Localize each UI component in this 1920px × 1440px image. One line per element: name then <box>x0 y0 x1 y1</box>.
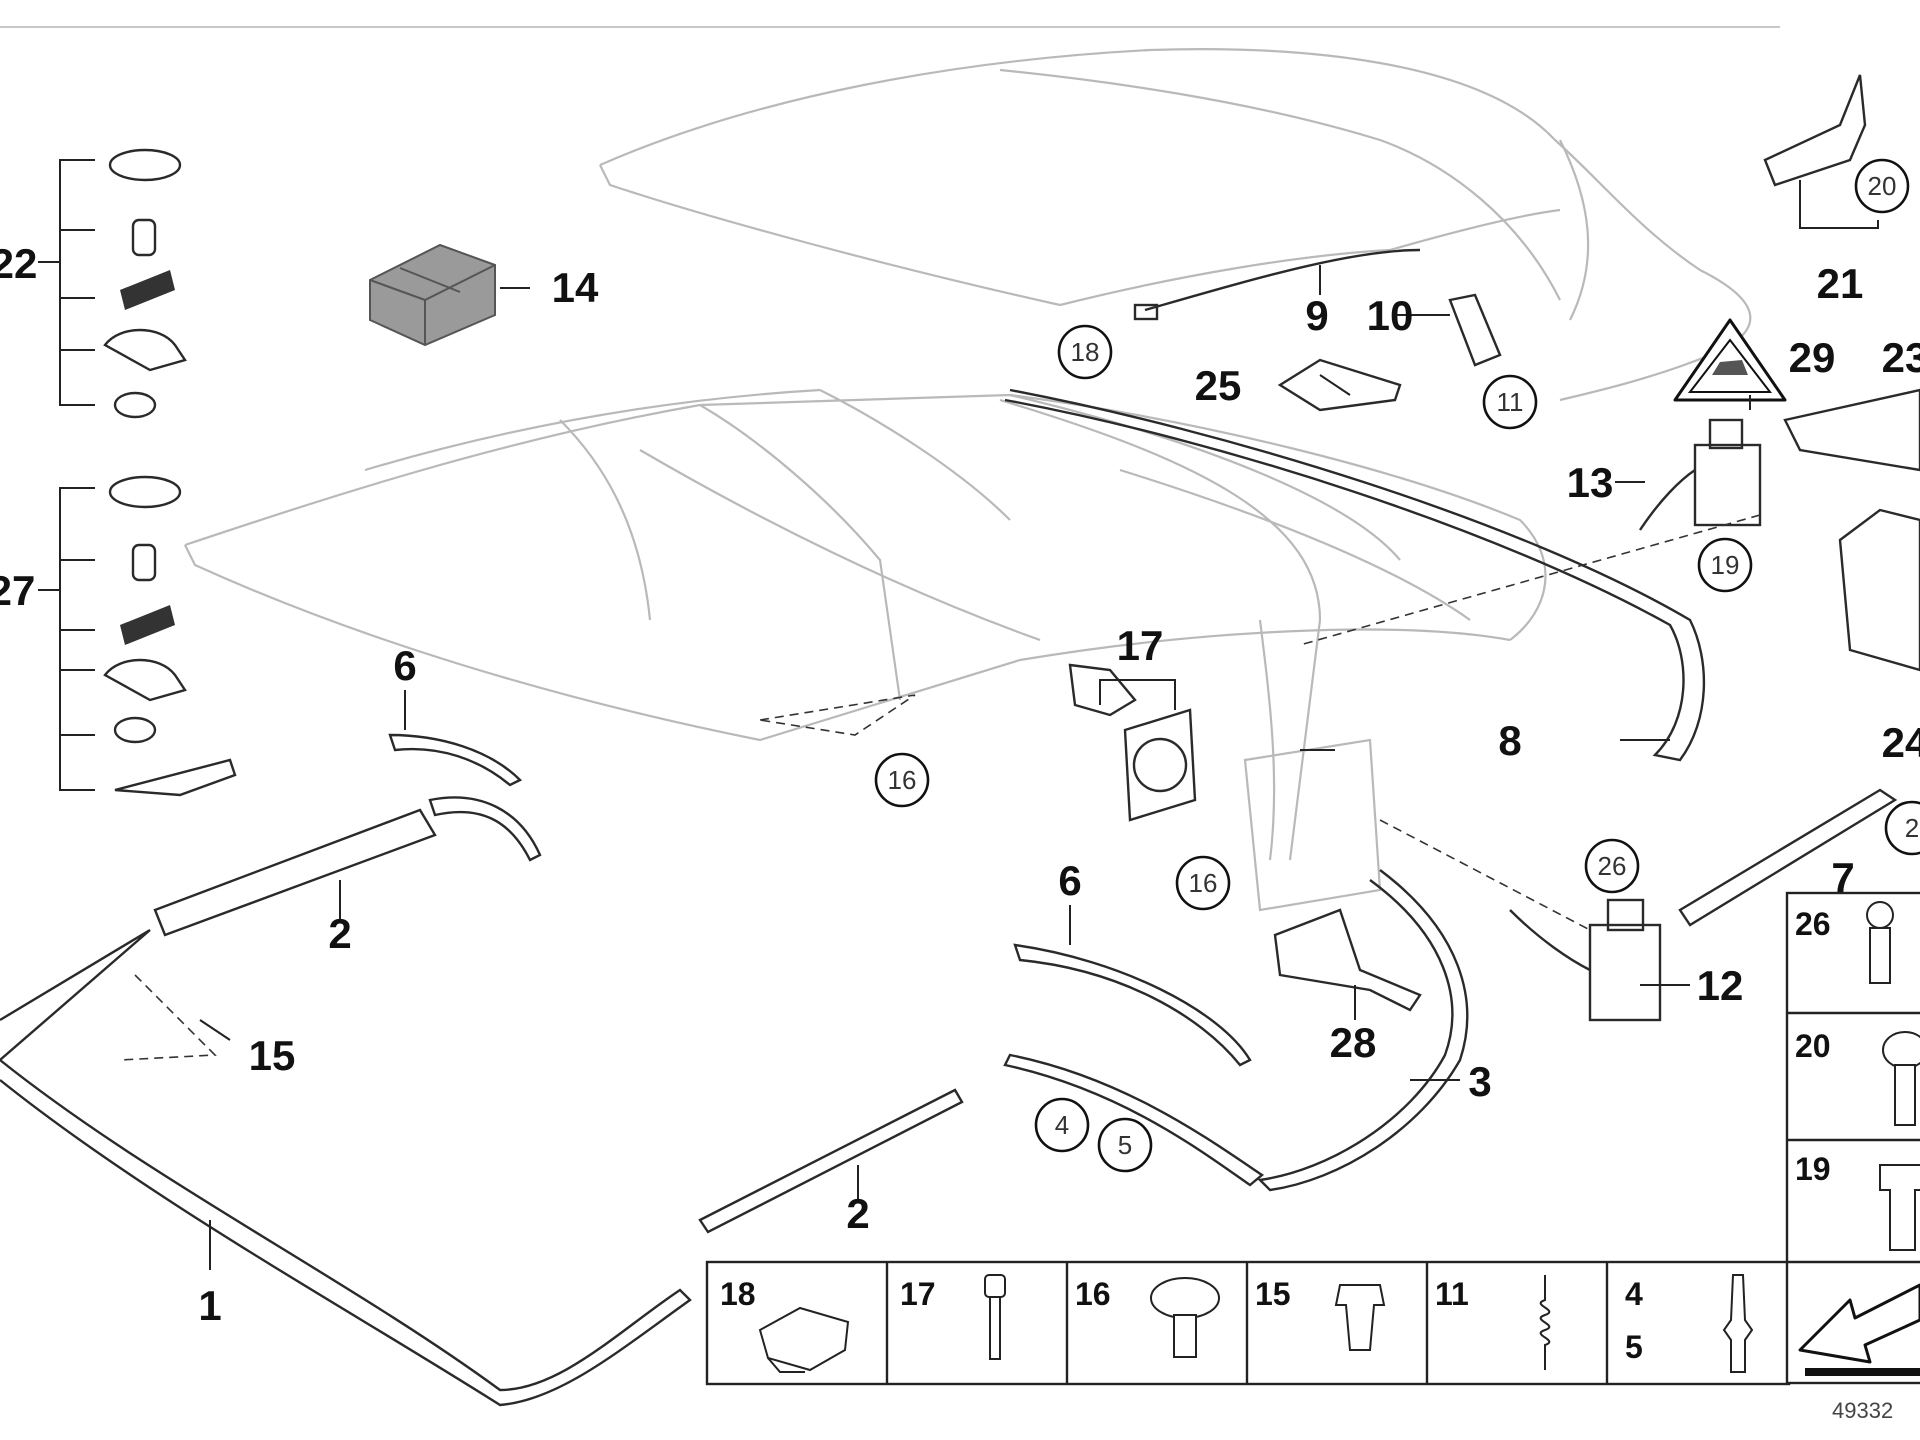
seal-left-lower <box>698 1088 964 1234</box>
ref-line-15 <box>119 974 217 1061</box>
bracket-25 <box>1277 358 1402 412</box>
front-direction-arrow-icon <box>1798 1283 1920 1376</box>
label-12: 12 <box>1697 962 1744 1009</box>
ref-line-19 <box>1299 514 1761 646</box>
adhesive-box-14 <box>369 243 496 347</box>
ref-4: 4 <box>1055 1110 1069 1140</box>
kit-27 <box>38 475 237 797</box>
side-seal <box>1257 869 1469 1192</box>
legend-rivet-label: 19 <box>1795 1151 1831 1187</box>
plate-17 <box>1123 708 1197 822</box>
legend-expanding-rivet-shape <box>1150 1277 1220 1319</box>
label-8: 8 <box>1498 717 1521 764</box>
callout-labels: 1 2 2 3 6 6 7 8 9 10 12 13 14 15 17 21 2… <box>0 240 1920 1329</box>
seal-6-right <box>1013 943 1252 1067</box>
windscreen-seal <box>0 928 692 1407</box>
ref-20: 20 <box>1868 171 1897 201</box>
label-21: 21 <box>1817 260 1864 307</box>
ref-line-12 <box>1379 819 1591 931</box>
cable-9 <box>1144 248 1421 312</box>
legend-screw-label: 20 <box>1795 1028 1831 1064</box>
leader-lines <box>199 180 1879 1270</box>
legend-rivet-shape <box>1879 1164 1920 1251</box>
ref-26: 26 <box>1598 851 1627 881</box>
label-13: 13 <box>1567 459 1614 506</box>
cap-10 <box>1448 293 1502 367</box>
label-3: 3 <box>1468 1058 1491 1105</box>
ref-16b: 16 <box>1189 868 1218 898</box>
latch-12 <box>1588 923 1662 1022</box>
ref-2x: 2 <box>1905 813 1919 843</box>
ref-18: 18 <box>1071 337 1100 367</box>
label-7: 7 <box>1831 854 1854 901</box>
label-15: 15 <box>249 1032 296 1079</box>
ref-16a: 16 <box>888 765 917 795</box>
label-27: 27 <box>0 567 35 614</box>
top-frame <box>184 388 1547 912</box>
legend-expanding-rivet-label: 16 <box>1075 1276 1111 1312</box>
label-6b: 6 <box>1058 857 1081 904</box>
bracket-28 <box>1273 908 1422 1012</box>
seal-left-upper <box>153 808 437 937</box>
legend-ball-stud-label: 26 <box>1795 906 1831 942</box>
ref-11: 11 <box>1497 387 1524 417</box>
label-2b: 2 <box>846 1190 869 1237</box>
legend-spring-shape <box>1539 1275 1551 1370</box>
label-28: 28 <box>1330 1019 1377 1066</box>
label-2a: 2 <box>328 910 351 957</box>
seal-6-left-b <box>428 796 542 862</box>
legend-pin-shape <box>1722 1274 1754 1373</box>
bracket-24 <box>1838 508 1920 672</box>
bolt-17 <box>1068 663 1137 717</box>
circled-references: 4 5 11 16 16 18 19 20 26 2 <box>874 158 1920 1173</box>
cable-9-end <box>1133 303 1159 321</box>
seal-6-left <box>388 733 523 787</box>
label-9: 9 <box>1305 292 1328 339</box>
legend-grommet-shape <box>1334 1284 1386 1351</box>
legend-bolt-shape <box>984 1274 1006 1298</box>
legend-pin-label-5: 5 <box>1625 1329 1643 1365</box>
legend-ball-stud-shape <box>1866 901 1894 929</box>
soft-top-cover <box>599 48 1752 402</box>
pinch-hazard-warning-triangle-icon <box>1673 318 1787 402</box>
label-22: 22 <box>0 240 37 287</box>
legend-bottom: 18 17 16 15 11 4 5 <box>705 1260 1791 1386</box>
label-17: 17 <box>1117 622 1164 669</box>
legend-right: 26 20 19 <box>1785 891 1920 1385</box>
ref-5: 5 <box>1118 1130 1132 1160</box>
label-25: 25 <box>1195 362 1242 409</box>
label-1: 1 <box>198 1282 221 1329</box>
legend-grommet-label: 15 <box>1255 1276 1291 1312</box>
seal-8 <box>1004 388 1706 762</box>
ref-line-16-top <box>759 694 916 736</box>
label-29: 29 <box>1789 334 1836 381</box>
bracket-23 <box>1783 388 1920 472</box>
diagram-number: 49332 <box>1832 1398 1893 1423</box>
bracket-21 <box>1763 74 1867 187</box>
seal-strip-4-5 <box>1003 1053 1264 1187</box>
legend-clip-label: 18 <box>720 1276 756 1312</box>
legend-bolt-label: 17 <box>900 1276 936 1312</box>
label-10: 10 <box>1367 292 1414 339</box>
label-23: 23 <box>1882 334 1920 381</box>
ref-19: 19 <box>1711 550 1740 580</box>
label-6a: 6 <box>393 642 416 689</box>
legend-screw-shape <box>1882 1031 1920 1069</box>
legend-spring-label: 11 <box>1435 1276 1469 1312</box>
gas-strut-7 <box>1678 788 1898 927</box>
kit-22 <box>38 148 187 419</box>
label-14: 14 <box>552 264 599 311</box>
label-24: 24 <box>1882 719 1920 766</box>
latch-13 <box>1693 443 1762 527</box>
legend-pin-label-4: 4 <box>1625 1276 1643 1312</box>
